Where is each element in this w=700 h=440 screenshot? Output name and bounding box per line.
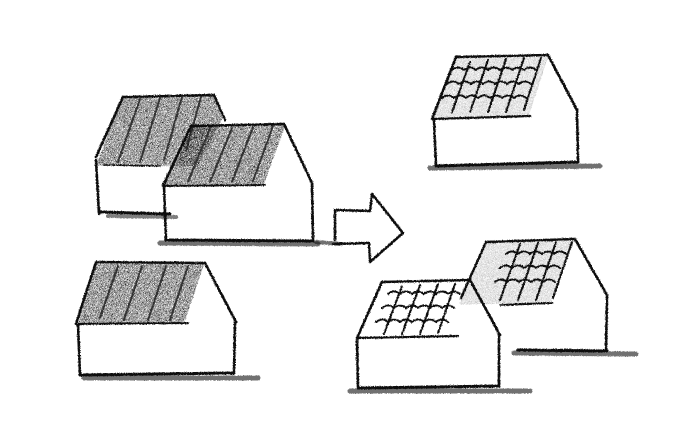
house-tiled-roof-front	[347, 278, 533, 394]
house-tiled-roof-top	[427, 53, 603, 171]
house-solid-roof-bottom	[74, 260, 261, 381]
left-house-group	[74, 93, 321, 381]
house-tiled-roof-back	[459, 237, 639, 357]
house-solid-roof-front	[157, 122, 321, 247]
right-house-group	[347, 53, 639, 394]
right-arrow-icon	[314, 192, 405, 264]
